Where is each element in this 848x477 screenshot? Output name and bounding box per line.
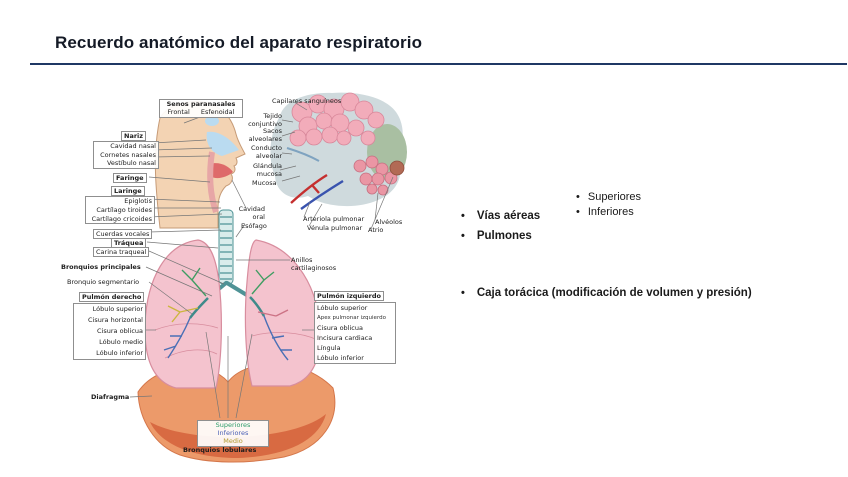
label-sacos-alveolares: Sacos alveolares [248, 127, 282, 144]
mainlist-label: Pulmones [476, 230, 532, 242]
caja-label: Caja torácica (modificación de volumen y… [476, 287, 752, 299]
label-pd-lobulo-medio: Lóbulo medio [99, 337, 143, 346]
label-pulmon-izquierdo: Pulmón izquierdo [314, 291, 385, 302]
label-tejido-conjuntivo: Tejido conjuntivo [248, 112, 282, 129]
label-anillos-cartilaginosos: Anillos cartilaginosos [291, 256, 337, 273]
label-pi-cisura-oblicua: Cisura oblicua [317, 324, 363, 332]
label-cartilago-cricoides: Cartílago cricoides [91, 214, 152, 223]
page-title: Recuerdo anatómico del aparato respirato… [55, 33, 423, 52]
label-laringe: Laringe [111, 186, 145, 197]
bullet-icon [461, 287, 465, 299]
label-pi-lobulo-inferior: Lóbulo inferior [317, 354, 364, 362]
label-diafragma: Diafragma [91, 393, 130, 401]
label-pd-lobulo-inferior: Lóbulo inferior [96, 348, 143, 357]
label-carina-traqueal: Carina traqueal [93, 247, 150, 258]
label-arteriola-pulmonar: Arteriola pulmonar [303, 215, 365, 223]
label-pi-lingula: Língula [317, 344, 341, 352]
label-esofago: Esófago [241, 222, 267, 230]
label-frontal: Frontal [167, 108, 190, 117]
label-mucosa: Mucosa [252, 179, 277, 187]
label-bronquio-segmentario: Bronquio segmentario [67, 278, 140, 286]
label-lobulares-medio: Medio [223, 437, 243, 446]
sublist-label: Inferiores [587, 206, 634, 218]
label-group-laringe: Epiglotis Cartílago tiroides Cartílago c… [85, 196, 155, 225]
label-group-nariz: Cavidad nasal Cornetes nasales Vestíbulo… [93, 141, 159, 169]
label-group-bronquios-lobulares: Superiores Inferiores Medio [197, 420, 269, 447]
mainlist-label: Vías aéreas [476, 210, 541, 222]
bullet-icon [461, 210, 465, 222]
label-nariz: Nariz [121, 131, 147, 142]
label-senos-items: Frontal Esfenoidal [162, 108, 240, 116]
label-cavidad-nasal: Cavidad nasal [110, 142, 156, 150]
label-cornetes-nasales: Cornetes nasales [100, 150, 156, 159]
label-atrio: Atrio [368, 226, 384, 234]
label-lobulares-inferiores: Inferiores [217, 429, 249, 438]
label-group-senos: Senos paranasales Frontal Esfenoidal [159, 99, 243, 118]
label-capilares-sanguineos: Capilares sanguíneos [272, 97, 342, 105]
label-pd-lobulo-superior: Lóbulo superior [92, 305, 143, 313]
label-faringe: Faringe [113, 173, 147, 184]
label-pulmon-derecho: Pulmón derecho [79, 292, 145, 303]
list-item-caja-toracica: Caja torácica (modificación de volumen y… [461, 287, 752, 299]
label-epiglotis: Epiglotis [124, 197, 152, 205]
list-item-pulmones: Pulmones [461, 230, 540, 250]
label-conducto-alveolar: Conducto alveolar [251, 144, 282, 161]
label-group-pulmon-derecho: Lóbulo superior Cisura horizontal Cisura… [73, 303, 146, 360]
label-esfenoidal: Esfenoidal [200, 108, 235, 117]
main-bullet-list: Vías aéreas Pulmones [461, 210, 540, 250]
respiratory-illustration [129, 92, 407, 463]
title-underline [30, 63, 847, 65]
label-lobulares-superiores: Superiores [215, 421, 251, 429]
bronchial-tree-illustration [163, 267, 292, 361]
leader-lines [129, 101, 394, 419]
label-bronquios-lobulares: Bronquios lobulares [183, 446, 257, 454]
airways-sublist: Superiores Inferiores [576, 191, 641, 221]
bullet-icon [461, 230, 465, 242]
label-senos-paranasales: Senos paranasales [166, 100, 236, 108]
bullet-icon [576, 206, 580, 218]
bullet-icon [576, 191, 580, 203]
label-pi-apex: Apex pulmonar izquierdo [317, 315, 386, 321]
label-vestibulo-nasal: Vestíbulo nasal [106, 159, 156, 167]
sublist-label: Superiores [587, 191, 642, 203]
alveoli-inset-illustration [270, 92, 407, 210]
label-bronquios-principales: Bronquios principales [61, 263, 141, 271]
list-item-superiores: Superiores [576, 191, 641, 206]
list-item-inferiores: Inferiores [576, 206, 641, 221]
label-pi-lobulo-superior: Lóbulo superior [317, 304, 368, 312]
label-glandula-mucosa: Glándula mucosa [253, 162, 282, 179]
label-pd-cisura-oblicua: Cisura oblicua [97, 326, 143, 335]
label-cartilago-tiroides: Cartílago tiroides [96, 205, 152, 214]
label-group-pulmon-izquierdo: Lóbulo superior Apex pulmonar izquierdo … [314, 302, 396, 364]
label-cavidad-oral: Cavidad oral [238, 205, 265, 222]
label-pd-cisura-horizontal: Cisura horizontal [88, 315, 143, 324]
label-venula-pulmonar: Vénula pulmonar [307, 224, 363, 232]
list-item-vias-aereas: Vías aéreas [461, 210, 540, 230]
label-alveolos: Alvéolos [375, 218, 403, 226]
label-pi-incisura-cardiaca: Incisura cardiaca [317, 334, 373, 342]
head-illustration [154, 100, 246, 229]
